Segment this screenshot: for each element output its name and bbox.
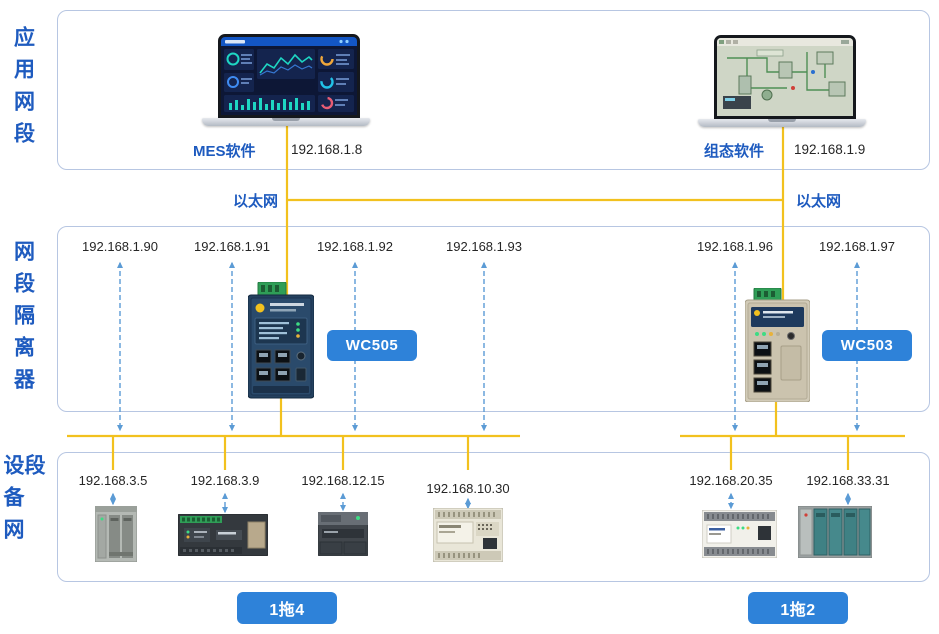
laptop-base — [698, 119, 866, 127]
plc-device-image-6 — [797, 505, 873, 559]
laptop-base — [202, 118, 370, 126]
industrial-isolator-blue-icon — [247, 281, 315, 399]
plc-white-icon — [701, 509, 778, 559]
isolator-ip-label: 192.168.1.97 — [819, 239, 895, 254]
scada-laptop-screen — [714, 35, 856, 119]
plc-rack-gray-icon — [94, 505, 138, 563]
mes-laptop-image — [202, 34, 370, 126]
ethernet-label-left: 以太网 — [233, 193, 279, 210]
section-label-isolator: 网段隔离器 — [11, 240, 35, 400]
wc505-model-badge: WC505 — [327, 330, 417, 361]
plc-device-image-5 — [701, 509, 778, 559]
scada-laptop-image — [698, 35, 866, 127]
plc-device-image-4 — [432, 507, 504, 563]
device-ip-label: 192.168.3.9 — [190, 473, 260, 488]
isolator-ip-label: 192.168.1.90 — [82, 239, 158, 254]
industrial-isolator-beige-icon — [744, 287, 811, 403]
plc-device-image-1 — [94, 505, 138, 563]
scada-screen-icon — [717, 38, 853, 116]
device-ip-label: 192.168.20.35 — [689, 473, 773, 488]
mes-ip-label: 192.168.1.8 — [291, 142, 363, 157]
plc-device-image-2 — [177, 513, 269, 557]
device-ip-label: 192.168.10.30 — [426, 481, 510, 496]
device-ip-label: 192.168.3.5 — [78, 473, 148, 488]
isolator-ip-label: 192.168.1.96 — [697, 239, 773, 254]
mes-dashboard-icon — [221, 37, 357, 115]
plc-dark-wide-icon — [177, 513, 269, 557]
mes-laptop-screen — [218, 34, 360, 118]
plc-cream-icon — [432, 507, 504, 563]
wc503-model-badge: WC503 — [822, 330, 912, 361]
device-ip-label: 192.168.33.31 — [806, 473, 890, 488]
plc-rack-teal-icon — [797, 505, 873, 559]
scada-software-label: 组态软件 — [704, 143, 765, 160]
wc503-device-image — [744, 287, 811, 403]
scada-ip-label: 192.168.1.9 — [794, 142, 866, 157]
device-ip-label: 192.168.12.15 — [301, 473, 385, 488]
isolator-ip-label: 192.168.1.92 — [317, 239, 393, 254]
ethernet-label-right: 以太网 — [796, 193, 842, 210]
isolator-ip-label: 192.168.1.91 — [194, 239, 270, 254]
section-label-device: 设备网段 — [1, 454, 45, 550]
plc-compact-dark-icon — [317, 511, 369, 557]
fanout-left-badge: 1拖4 — [237, 592, 337, 624]
fanout-right-badge: 1拖2 — [748, 592, 848, 624]
isolator-ip-label: 192.168.1.93 — [446, 239, 522, 254]
section-label-application: 应用网段 — [11, 26, 35, 154]
wc505-device-image — [247, 281, 315, 402]
plc-device-image-3 — [317, 511, 369, 557]
mes-software-label: MES软件 — [193, 143, 256, 160]
